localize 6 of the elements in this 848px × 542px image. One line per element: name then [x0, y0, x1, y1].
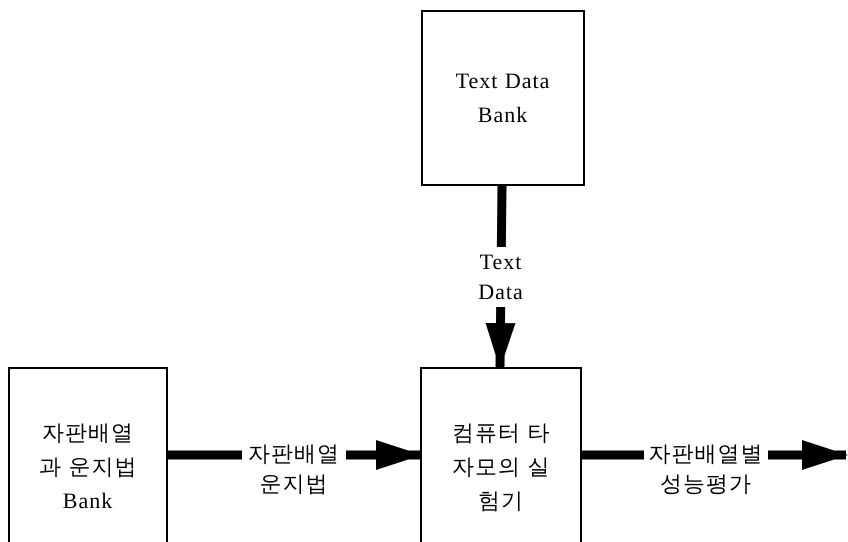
- box-text: Text Data Bank: [456, 68, 550, 127]
- box-text: 자판배열과 운지법 Bank: [38, 420, 138, 513]
- box-text: 컴퓨터 타자모의 실험기: [452, 420, 550, 513]
- process-box: [421, 10, 585, 186]
- process-box: [8, 367, 168, 542]
- process-box: [420, 367, 582, 542]
